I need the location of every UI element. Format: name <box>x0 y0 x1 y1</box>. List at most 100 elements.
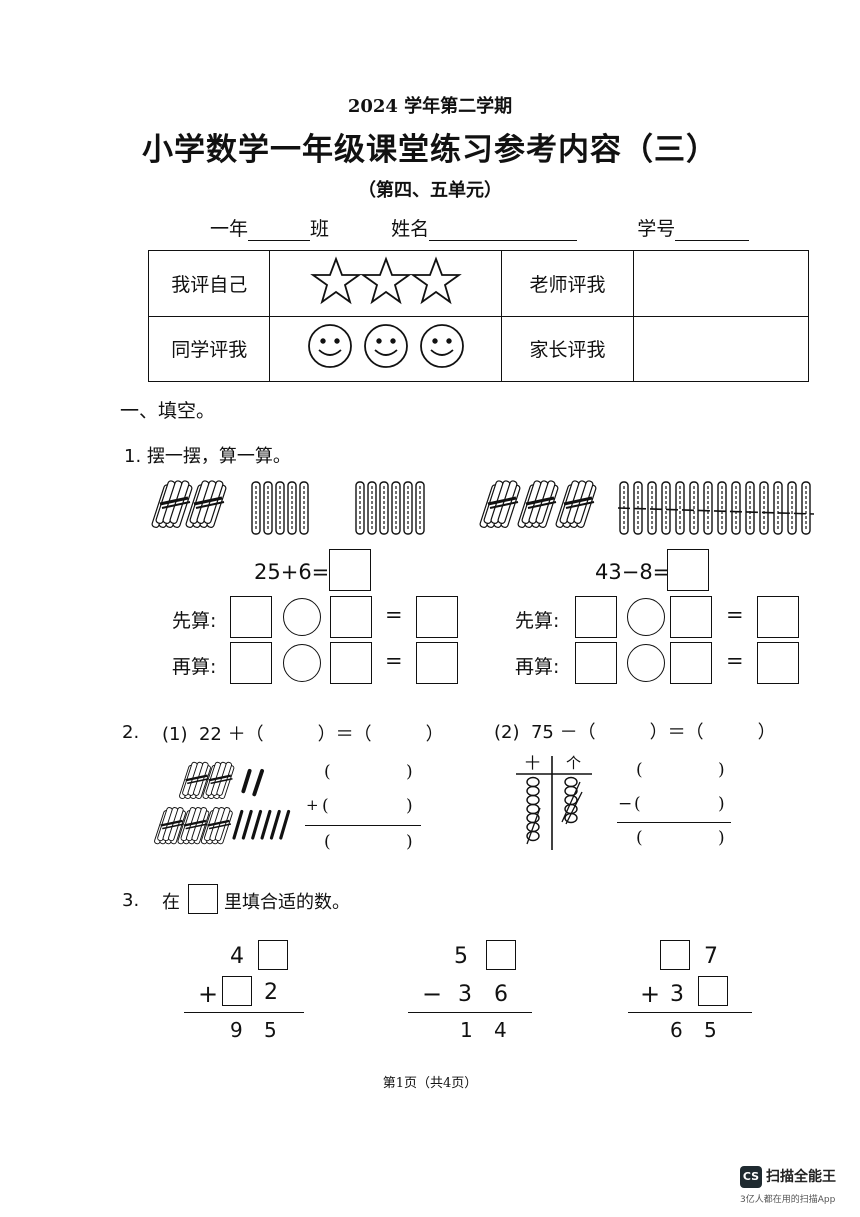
number-label: 学号 <box>637 218 676 240</box>
subtitle: （第四、五单元） <box>358 180 502 201</box>
q3-p3-result-ones: 5 <box>704 1018 717 1042</box>
q1-left-then-label: 再算: <box>172 656 217 678</box>
q1-left-then-equals: = <box>385 649 403 673</box>
abacus-tens-label: 十 <box>525 754 541 772</box>
parent-eval-label: 家长评我 <box>501 315 634 382</box>
teacher-eval-cell[interactable] <box>632 250 810 317</box>
q3-p1-result-tens: 9 <box>230 1018 243 1042</box>
q3-p3-bottom-ones-box[interactable] <box>698 976 728 1006</box>
q1-left-first-label: 先算: <box>172 610 217 632</box>
q3-p3-operator: + <box>640 980 661 1008</box>
q1-right-then-operator[interactable] <box>627 644 665 682</box>
q2-sticks-illustration <box>152 760 291 846</box>
q3-p2-top-tens: 5 <box>454 944 468 969</box>
star-icon <box>310 256 362 304</box>
q2-left-paren-open-1: ( <box>324 762 331 782</box>
peer-eval-label: 同学评我 <box>147 315 271 382</box>
watermark-tagline: 3亿人都在用的扫描App <box>740 1195 836 1205</box>
q1-left-first-operator[interactable] <box>283 598 321 636</box>
class-label: 班 <box>310 218 330 240</box>
smiley-icon <box>419 324 464 369</box>
q1-right-first-box-a[interactable] <box>575 596 617 638</box>
star-rating[interactable] <box>269 250 503 317</box>
q2-part2[interactable]: (2) 75 －（ ）＝（ ） <box>494 722 776 743</box>
q3-number: 3. <box>122 890 140 911</box>
q1-right-then-result[interactable] <box>757 642 799 684</box>
abacus-ones-label: 个 <box>566 754 582 772</box>
q3-example-box <box>188 884 218 914</box>
star-icon <box>360 256 412 304</box>
q1-left-then-box-a[interactable] <box>230 642 272 684</box>
q1-left-first-result[interactable] <box>416 596 458 638</box>
grade-label: 一年 <box>210 218 249 240</box>
q1-right-then-equals: = <box>726 649 744 673</box>
name-label: 姓名 <box>391 218 430 240</box>
q2-left-paren-close-2: ) <box>406 796 413 816</box>
q1-left-answer-box[interactable] <box>329 549 371 591</box>
section-title: 一、填空。 <box>120 400 216 422</box>
q2-right-paren-close-3: ) <box>718 828 725 848</box>
watermark-brand: 扫描全能王 <box>766 1169 836 1185</box>
scanner-logo-icon: CS <box>740 1166 762 1188</box>
q3-p2-bottom-tens: 3 <box>458 982 472 1007</box>
q3-p2-line <box>408 1012 532 1013</box>
number-blank[interactable] <box>675 220 750 241</box>
left-stick-group <box>149 478 425 535</box>
q1-left-first-box-a[interactable] <box>230 596 272 638</box>
q1-right-then-box-b[interactable] <box>670 642 712 684</box>
q3-p3-top-ones: 7 <box>704 944 718 969</box>
q1-left-then-box-b[interactable] <box>330 642 372 684</box>
page-number: 第1页（共4页） <box>382 1076 478 1091</box>
q3-p1-bottom-ones: 2 <box>264 980 278 1005</box>
q1-right-first-equals: = <box>726 603 744 627</box>
q1-right-then-box-a[interactable] <box>575 642 617 684</box>
q3-suffix: 里填合适的数。 <box>224 892 350 913</box>
q2-left-paren-open-3: ( <box>324 832 331 852</box>
q1-left-then-result[interactable] <box>416 642 458 684</box>
q1-right-first-box-b[interactable] <box>670 596 712 638</box>
star-icon <box>410 256 462 304</box>
q2-number: 2. <box>122 722 140 743</box>
q2-right-paren-open-1: ( <box>636 760 643 780</box>
parent-eval-cell[interactable] <box>632 315 810 382</box>
q2-left-plus: + <box>306 796 319 814</box>
q3-p2-top-ones-box[interactable] <box>486 940 516 970</box>
q3-p1-line <box>184 1012 304 1013</box>
q2-right-paren-close-1: ) <box>718 760 725 780</box>
page-title: 小学数学一年级课堂练习参考内容（三） <box>142 132 718 168</box>
self-eval-label: 我评自己 <box>147 250 271 317</box>
q2-right-diff-line <box>617 822 731 823</box>
q3-p2-bottom-ones: 6 <box>494 982 508 1007</box>
class-blank[interactable] <box>248 220 311 241</box>
q1-right-expression: 43−8= <box>595 560 671 584</box>
name-blank[interactable] <box>429 220 578 241</box>
smiley-icons <box>307 324 464 369</box>
q3-p3-result-tens: 6 <box>670 1018 683 1042</box>
q1-right-then-label: 再算: <box>515 656 560 678</box>
q3-p1-bottom-tens-box[interactable] <box>222 976 252 1006</box>
student-info-row: 一年 班 姓名 学号 <box>210 214 750 241</box>
q1-left-then-operator[interactable] <box>283 644 321 682</box>
q3-p3-top-tens-box[interactable] <box>660 940 690 970</box>
q3-p1-top-ones-box[interactable] <box>258 940 288 970</box>
star-icons <box>310 256 462 304</box>
q1-left-first-box-b[interactable] <box>330 596 372 638</box>
q2-part1[interactable]: (1) 22 ＋（ ）＝（ ） <box>162 724 444 745</box>
q2-left-paren-close-3: ) <box>406 832 413 852</box>
q2-right-paren-open-2: ( <box>634 794 641 814</box>
q3-prefix: 在 <box>162 892 180 913</box>
q1-right-first-operator[interactable] <box>627 598 665 636</box>
q1-right-first-result[interactable] <box>757 596 799 638</box>
teacher-eval-label: 老师评我 <box>501 250 634 317</box>
year-term: 2024 学年第二学期 <box>347 96 513 117</box>
q3-p2-result-ones: 4 <box>494 1018 507 1042</box>
counting-sticks-illustration <box>149 478 815 535</box>
smiley-rating[interactable] <box>269 315 503 382</box>
q2-right-paren-open-3: ( <box>636 828 643 848</box>
q2-right-minus: − <box>618 794 633 814</box>
q2-left-paren-open-2: ( <box>322 796 329 816</box>
q3-p2-operator: − <box>422 980 443 1008</box>
q1-label: 1. 摆一摆，算一算。 <box>124 446 291 467</box>
q1-right-answer-box[interactable] <box>667 549 709 591</box>
smiley-icon <box>363 324 408 369</box>
